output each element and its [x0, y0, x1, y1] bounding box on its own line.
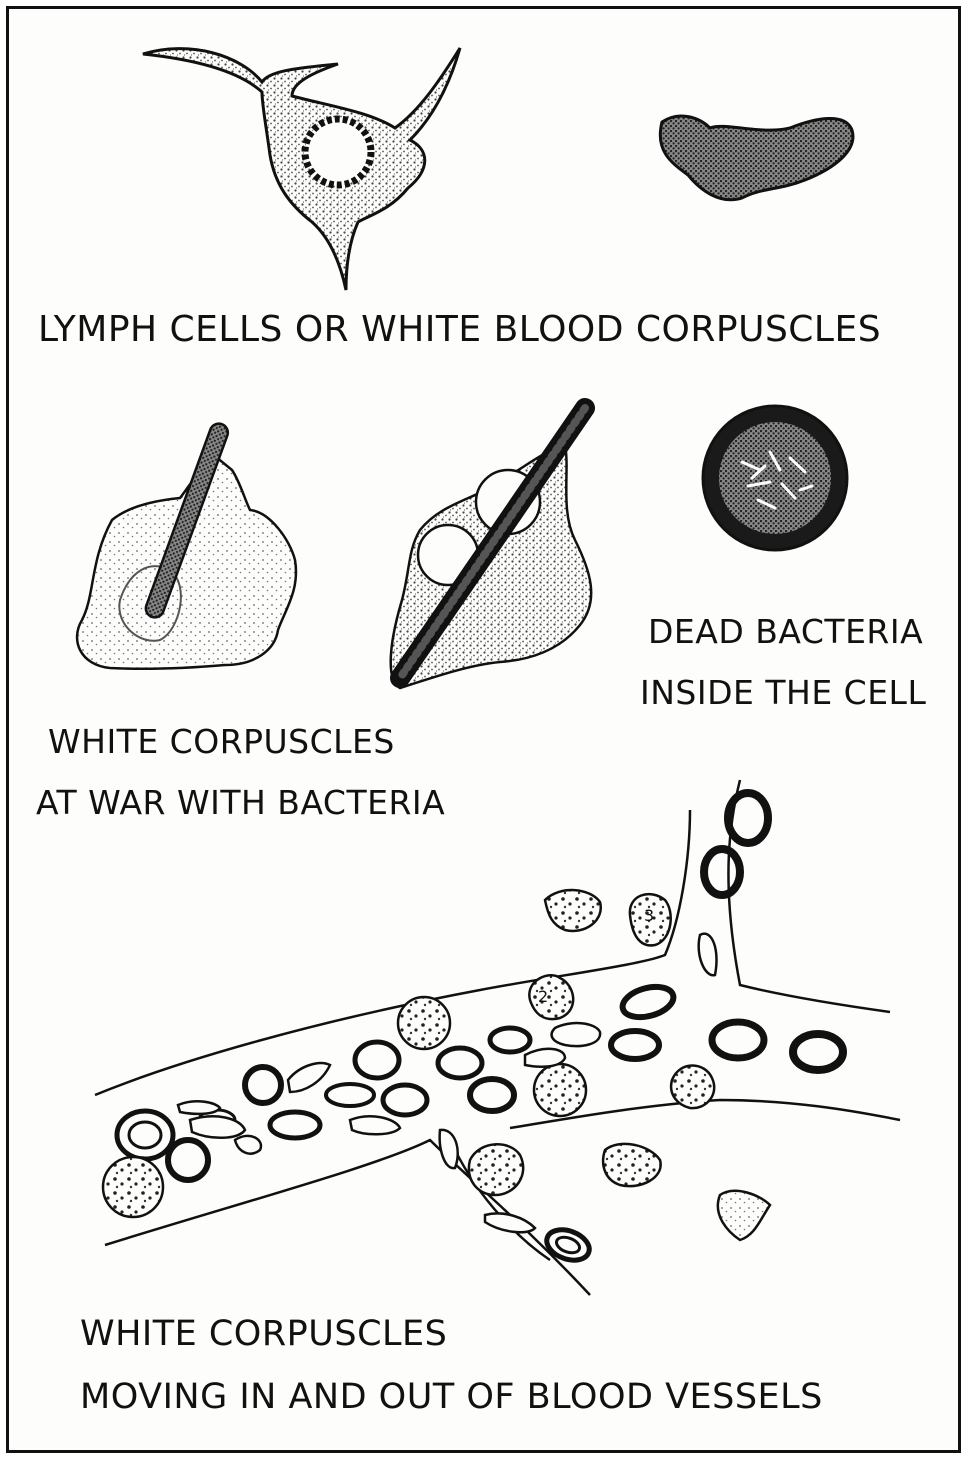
- label-at-war-line2: AT WAR WITH BACTERIA: [36, 786, 445, 819]
- label-at-war-line1: WHITE CORPUSCLES: [48, 725, 395, 758]
- corpuscle-number-3: 3: [644, 906, 654, 925]
- lymph-cell-star: [143, 48, 460, 290]
- label-moving-line1: WHITE CORPUSCLES: [80, 1317, 447, 1352]
- corpuscle-with-bacterium-2: [391, 408, 591, 688]
- lymph-cell-amoeboid: [660, 116, 853, 200]
- cell-with-dead-bacteria: [703, 406, 847, 550]
- label-dead-bacteria-line1: DEAD BACTERIA: [648, 615, 923, 648]
- pale-corpuscles: [178, 934, 717, 1233]
- corpuscle-number-2: 2: [538, 987, 548, 1006]
- corpuscle-with-bacterium-1: [77, 421, 296, 669]
- label-lymph-cells: LYMPH CELLS OR WHITE BLOOD CORPUSCLES: [38, 312, 881, 348]
- label-dead-bacteria-line2: INSIDE THE CELL: [640, 676, 926, 709]
- label-moving-line2: MOVING IN AND OUT OF BLOOD VESSELS: [80, 1380, 823, 1415]
